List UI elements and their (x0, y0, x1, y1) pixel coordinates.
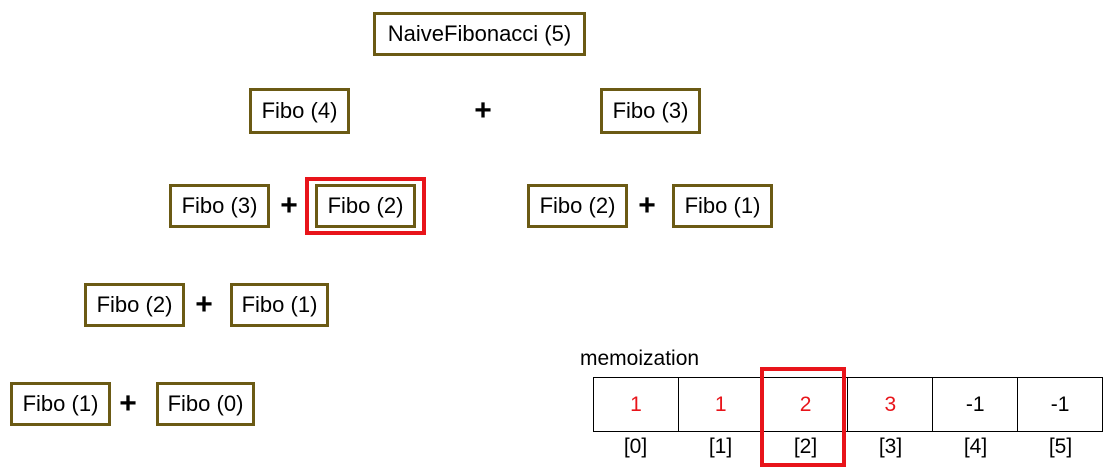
node-fibo-0-leaf: Fibo (0) (156, 382, 255, 426)
node-fibo-2-right: Fibo (2) (527, 184, 628, 228)
memo-cell-1: 1 (679, 378, 764, 431)
memo-index-2-highlight (760, 367, 846, 467)
memo-index-4: [4] (963, 435, 988, 458)
memoization-title: memoization (580, 347, 700, 370)
plus-operator: + (638, 189, 656, 222)
node-naive-fibonacci-5: NaiveFibonacci (5) (373, 12, 586, 56)
memo-cell-0: 1 (594, 378, 679, 431)
node-fibo-2-deep: Fibo (2) (84, 283, 185, 327)
node-fibo-2-memo-hit: Fibo (2) (315, 184, 416, 228)
node-fibo-1-deep: Fibo (1) (230, 283, 329, 327)
memo-index-3: [3] (878, 435, 903, 458)
memo-cell-2: 2 (764, 378, 849, 431)
memo-index-1: [1] (708, 435, 733, 458)
memo-index-0: [0] (623, 435, 648, 458)
memoization-indices: [0] [1] [2] [3] [4] [5] (593, 432, 1103, 462)
memo-hit-highlight (305, 177, 426, 235)
memoization-table: 1 1 2 3 -1 -1 (593, 377, 1103, 432)
memo-cell-3: 3 (848, 378, 934, 431)
plus-operator: + (474, 94, 492, 127)
plus-operator: + (280, 189, 298, 222)
plus-operator: + (195, 288, 213, 321)
node-fibo-3: Fibo (3) (600, 88, 701, 134)
node-fibo-4: Fibo (4) (249, 88, 350, 134)
memo-index-2: [2] (793, 435, 818, 458)
node-fibo-1-right: Fibo (1) (672, 184, 773, 228)
memo-cell-5: -1 (1050, 392, 1070, 416)
node-fibo-3-left: Fibo (3) (169, 184, 270, 228)
memo-cell-4: -1 (933, 378, 1019, 431)
plus-operator: + (119, 387, 137, 420)
memo-index-5: [5] (1048, 435, 1073, 458)
node-fibo-1-leaf: Fibo (1) (10, 382, 111, 426)
